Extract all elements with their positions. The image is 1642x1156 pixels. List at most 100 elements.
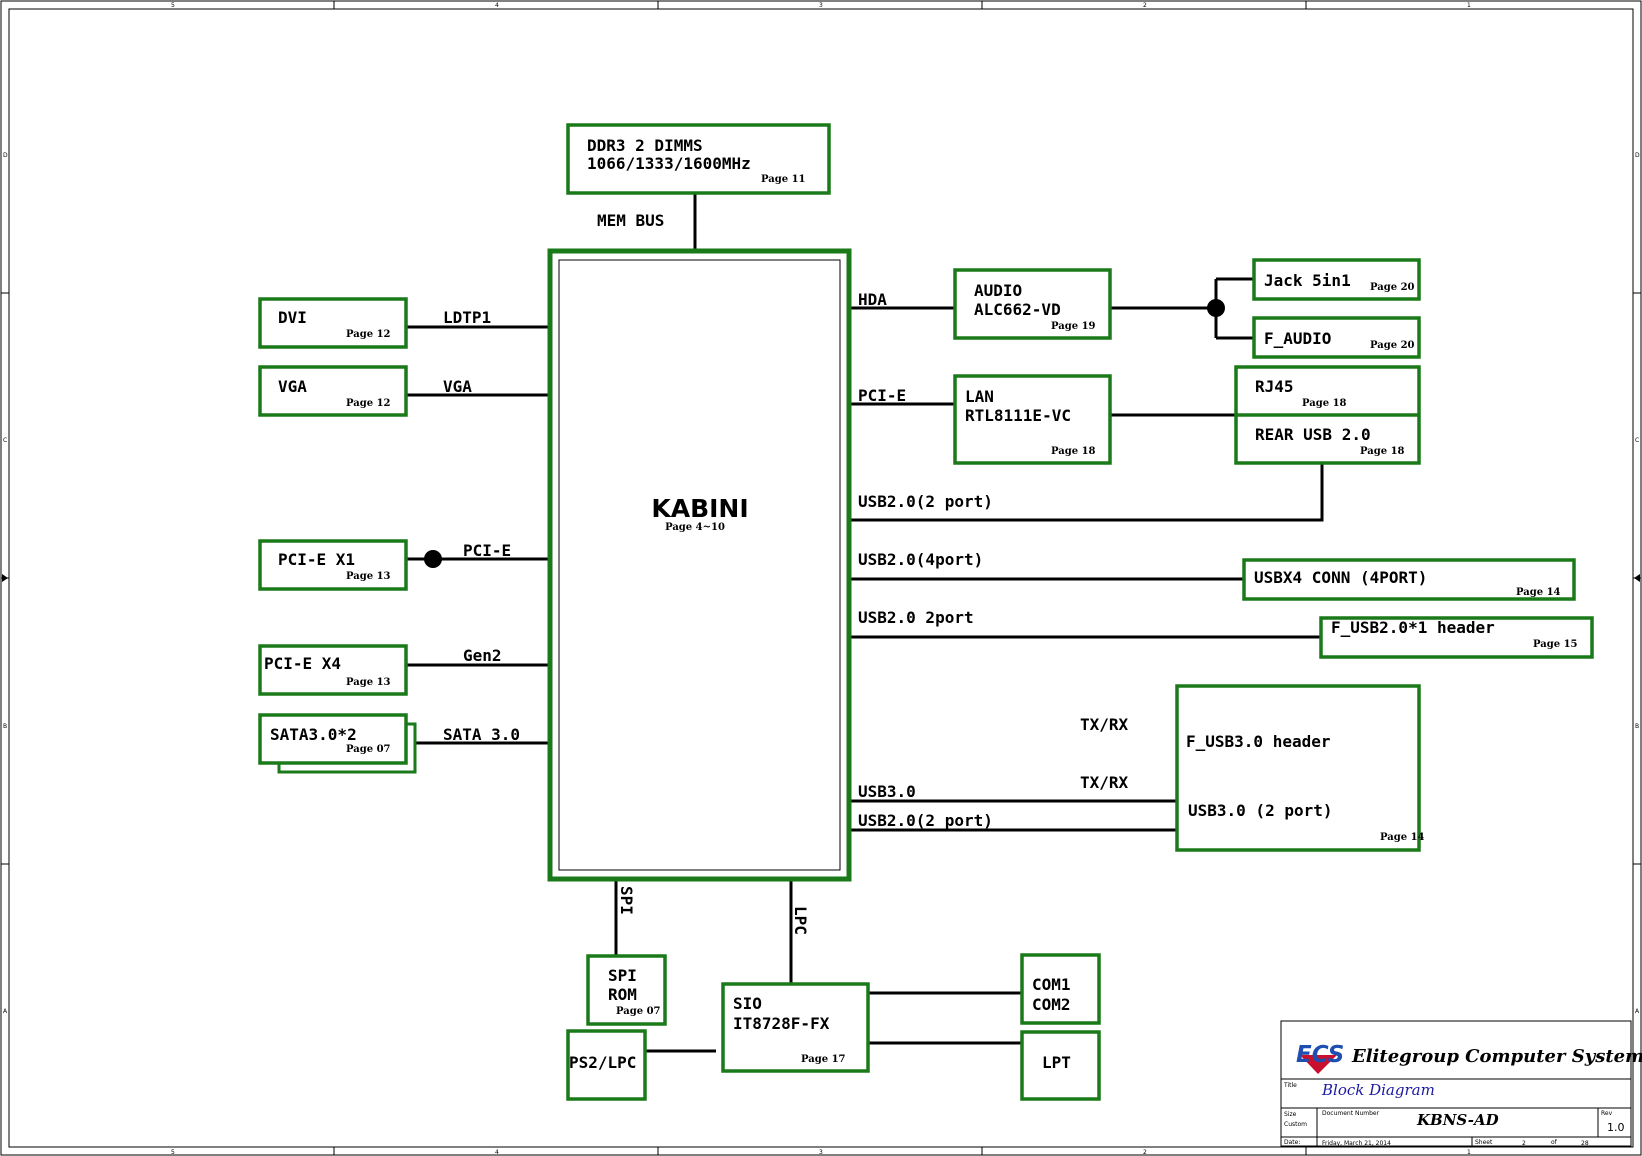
jack-name: Jack 5in1 bbox=[1264, 271, 1351, 290]
f-usb2-page: Page 15 bbox=[1533, 639, 1578, 650]
sheet-label: Sheet bbox=[1475, 1139, 1493, 1146]
audio-block: AUDIO ALC662-VD Page 19 bbox=[953, 268, 1112, 340]
ecs-logo-icon: ECS bbox=[1296, 1042, 1344, 1074]
sheet-value: 2 bbox=[1522, 1140, 1526, 1147]
ps2-name: PS2/LPC bbox=[569, 1053, 636, 1072]
bus-label-usb2-rear: USB2.0(2 port) bbox=[858, 492, 993, 511]
cpu-page: Page 4~10 bbox=[665, 522, 725, 533]
row-label-d: D bbox=[3, 152, 8, 159]
bus-label-ldtp1: LDTP1 bbox=[443, 308, 491, 327]
lpt-block: LPT bbox=[1020, 1030, 1101, 1101]
size-label: Size bbox=[1284, 1111, 1297, 1118]
rear-usb-page: Page 18 bbox=[1360, 446, 1405, 457]
ddr3-page: Page 11 bbox=[761, 174, 805, 185]
usb3-line1: F_USB3.0 header bbox=[1186, 732, 1331, 751]
title-block: ECS Elitegroup Computer Systems Title Bl… bbox=[1280, 1020, 1642, 1147]
col-label-5: 5 bbox=[171, 2, 175, 9]
col-label-3: 3 bbox=[819, 2, 823, 9]
com-line2: COM2 bbox=[1032, 995, 1071, 1014]
bus-label-txrx-bottom: TX/RX bbox=[1080, 773, 1129, 792]
bus-label-txrx-top: TX/RX bbox=[1080, 715, 1129, 734]
bus-label-usb2-4port: USB2.0(4port) bbox=[858, 550, 983, 569]
usbx4-page: Page 14 bbox=[1516, 587, 1561, 598]
f-usb2-name: F_USB2.0*1 header bbox=[1331, 618, 1495, 637]
bus-label-hda: HDA bbox=[858, 290, 887, 309]
jack-page: Page 20 bbox=[1370, 282, 1415, 293]
docnum-value: KBNS-AD bbox=[1416, 1111, 1499, 1129]
row-label-d-right: D bbox=[1635, 152, 1640, 159]
sio-page: Page 17 bbox=[801, 1054, 846, 1065]
f-usb2-block: F_USB2.0*1 header Page 15 bbox=[1319, 616, 1594, 659]
dvi-block: DVI Page 12 bbox=[258, 297, 408, 349]
sata-block: SATA3.0*2 Page 07 bbox=[258, 713, 417, 774]
bus-label-usb3: USB3.0 bbox=[858, 782, 916, 801]
f-audio-name: F_AUDIO bbox=[1264, 329, 1331, 348]
ddr3-block: DDR3 2 DIMMS 1066/1333/1600MHz Page 11 bbox=[566, 123, 831, 195]
sio-line2: IT8728F-FX bbox=[733, 1014, 830, 1033]
com-block: COM1 COM2 bbox=[1020, 953, 1101, 1025]
spi-rom-line1: SPI bbox=[608, 966, 637, 985]
audio-line2: ALC662-VD bbox=[974, 300, 1061, 319]
drawing-title: Block Diagram bbox=[1321, 1081, 1435, 1099]
row-label-a: A bbox=[3, 1008, 8, 1015]
rev-label: Rev bbox=[1601, 1110, 1613, 1117]
usbx4-name: USBX4 CONN (4PORT) bbox=[1254, 568, 1427, 587]
rev-value: 1.0 bbox=[1607, 1121, 1625, 1134]
pcie-x1-block: PCI-E X1 Page 13 bbox=[258, 539, 408, 591]
lan-block: LAN RTL8111E-VC Page 18 bbox=[953, 374, 1112, 465]
sata-name: SATA3.0*2 bbox=[270, 725, 357, 744]
usb3-page: Page 14 bbox=[1380, 832, 1425, 843]
audio-line1: AUDIO bbox=[974, 281, 1022, 300]
lan-line1: LAN bbox=[965, 387, 994, 406]
lpt-name: LPT bbox=[1042, 1053, 1071, 1072]
rear-usb-name: REAR USB 2.0 bbox=[1255, 425, 1371, 444]
usb3-line2: USB3.0 (2 port) bbox=[1188, 801, 1333, 820]
ecs-logo-text: ECS bbox=[1296, 1042, 1344, 1068]
row-label-b-right: B bbox=[1635, 723, 1639, 730]
docnum-label: Document Number bbox=[1322, 1110, 1380, 1117]
com-line1: COM1 bbox=[1032, 975, 1071, 994]
row-label-b: B bbox=[3, 723, 7, 730]
ps2-block: PS2/LPC bbox=[566, 1029, 647, 1101]
vga-page: Page 12 bbox=[346, 398, 391, 409]
sata-page: Page 07 bbox=[346, 744, 391, 755]
ddr3-line1: DDR3 2 DIMMS bbox=[587, 136, 703, 155]
bus-label-spi: SPI bbox=[617, 886, 636, 915]
vga-name: VGA bbox=[278, 377, 307, 396]
spi-rom-page: Page 07 bbox=[616, 1006, 661, 1017]
f-audio-page: Page 20 bbox=[1370, 340, 1415, 351]
lan-page: Page 18 bbox=[1051, 446, 1096, 457]
rj45-name: RJ45 bbox=[1255, 377, 1294, 396]
col-label-1: 1 bbox=[1467, 2, 1471, 9]
of-value: 28 bbox=[1581, 1140, 1589, 1147]
row-label-c-right: C bbox=[1635, 437, 1639, 444]
col-label-3-bottom: 3 bbox=[819, 1149, 823, 1156]
col-label-1-bottom: 1 bbox=[1467, 1149, 1471, 1156]
bus-label-lpc: LPC bbox=[791, 906, 810, 935]
rj45-page: Page 18 bbox=[1302, 398, 1347, 409]
bus-label-mem: MEM BUS bbox=[597, 211, 664, 230]
bus-label-sata: SATA 3.0 bbox=[443, 725, 520, 744]
col-label-2: 2 bbox=[1143, 2, 1147, 9]
company-name: Elitegroup Computer Systems bbox=[1351, 1046, 1642, 1067]
dvi-page: Page 12 bbox=[346, 329, 391, 340]
pcie-x4-name: PCI-E X4 bbox=[264, 654, 341, 673]
junction-dot-audio bbox=[1207, 299, 1225, 317]
wire-usb2-rear bbox=[849, 463, 1324, 522]
cpu-block: KABINI Page 4~10 bbox=[547, 248, 852, 882]
vga-block: VGA Page 12 bbox=[258, 365, 408, 417]
wires bbox=[406, 191, 1324, 1053]
rj45-rear-usb-block: RJ45 Page 18 REAR USB 2.0 Page 18 bbox=[1234, 365, 1421, 465]
bus-label-pcie-x1: PCI-E bbox=[463, 541, 511, 560]
row-label-c: C bbox=[3, 437, 7, 444]
f-audio-block: F_AUDIO Page 20 bbox=[1252, 316, 1421, 359]
col-label-4-bottom: 4 bbox=[495, 1149, 499, 1156]
bus-label-usb2-usb3: USB2.0(2 port) bbox=[858, 811, 993, 830]
sio-line1: SIO bbox=[733, 994, 762, 1013]
spi-rom-line2: ROM bbox=[608, 985, 637, 1004]
of-label: of bbox=[1551, 1139, 1558, 1146]
col-label-2-bottom: 2 bbox=[1143, 1149, 1147, 1156]
bus-label-pcie-lan: PCI-E bbox=[858, 386, 906, 405]
jack-block: Jack 5in1 Page 20 bbox=[1252, 258, 1421, 301]
